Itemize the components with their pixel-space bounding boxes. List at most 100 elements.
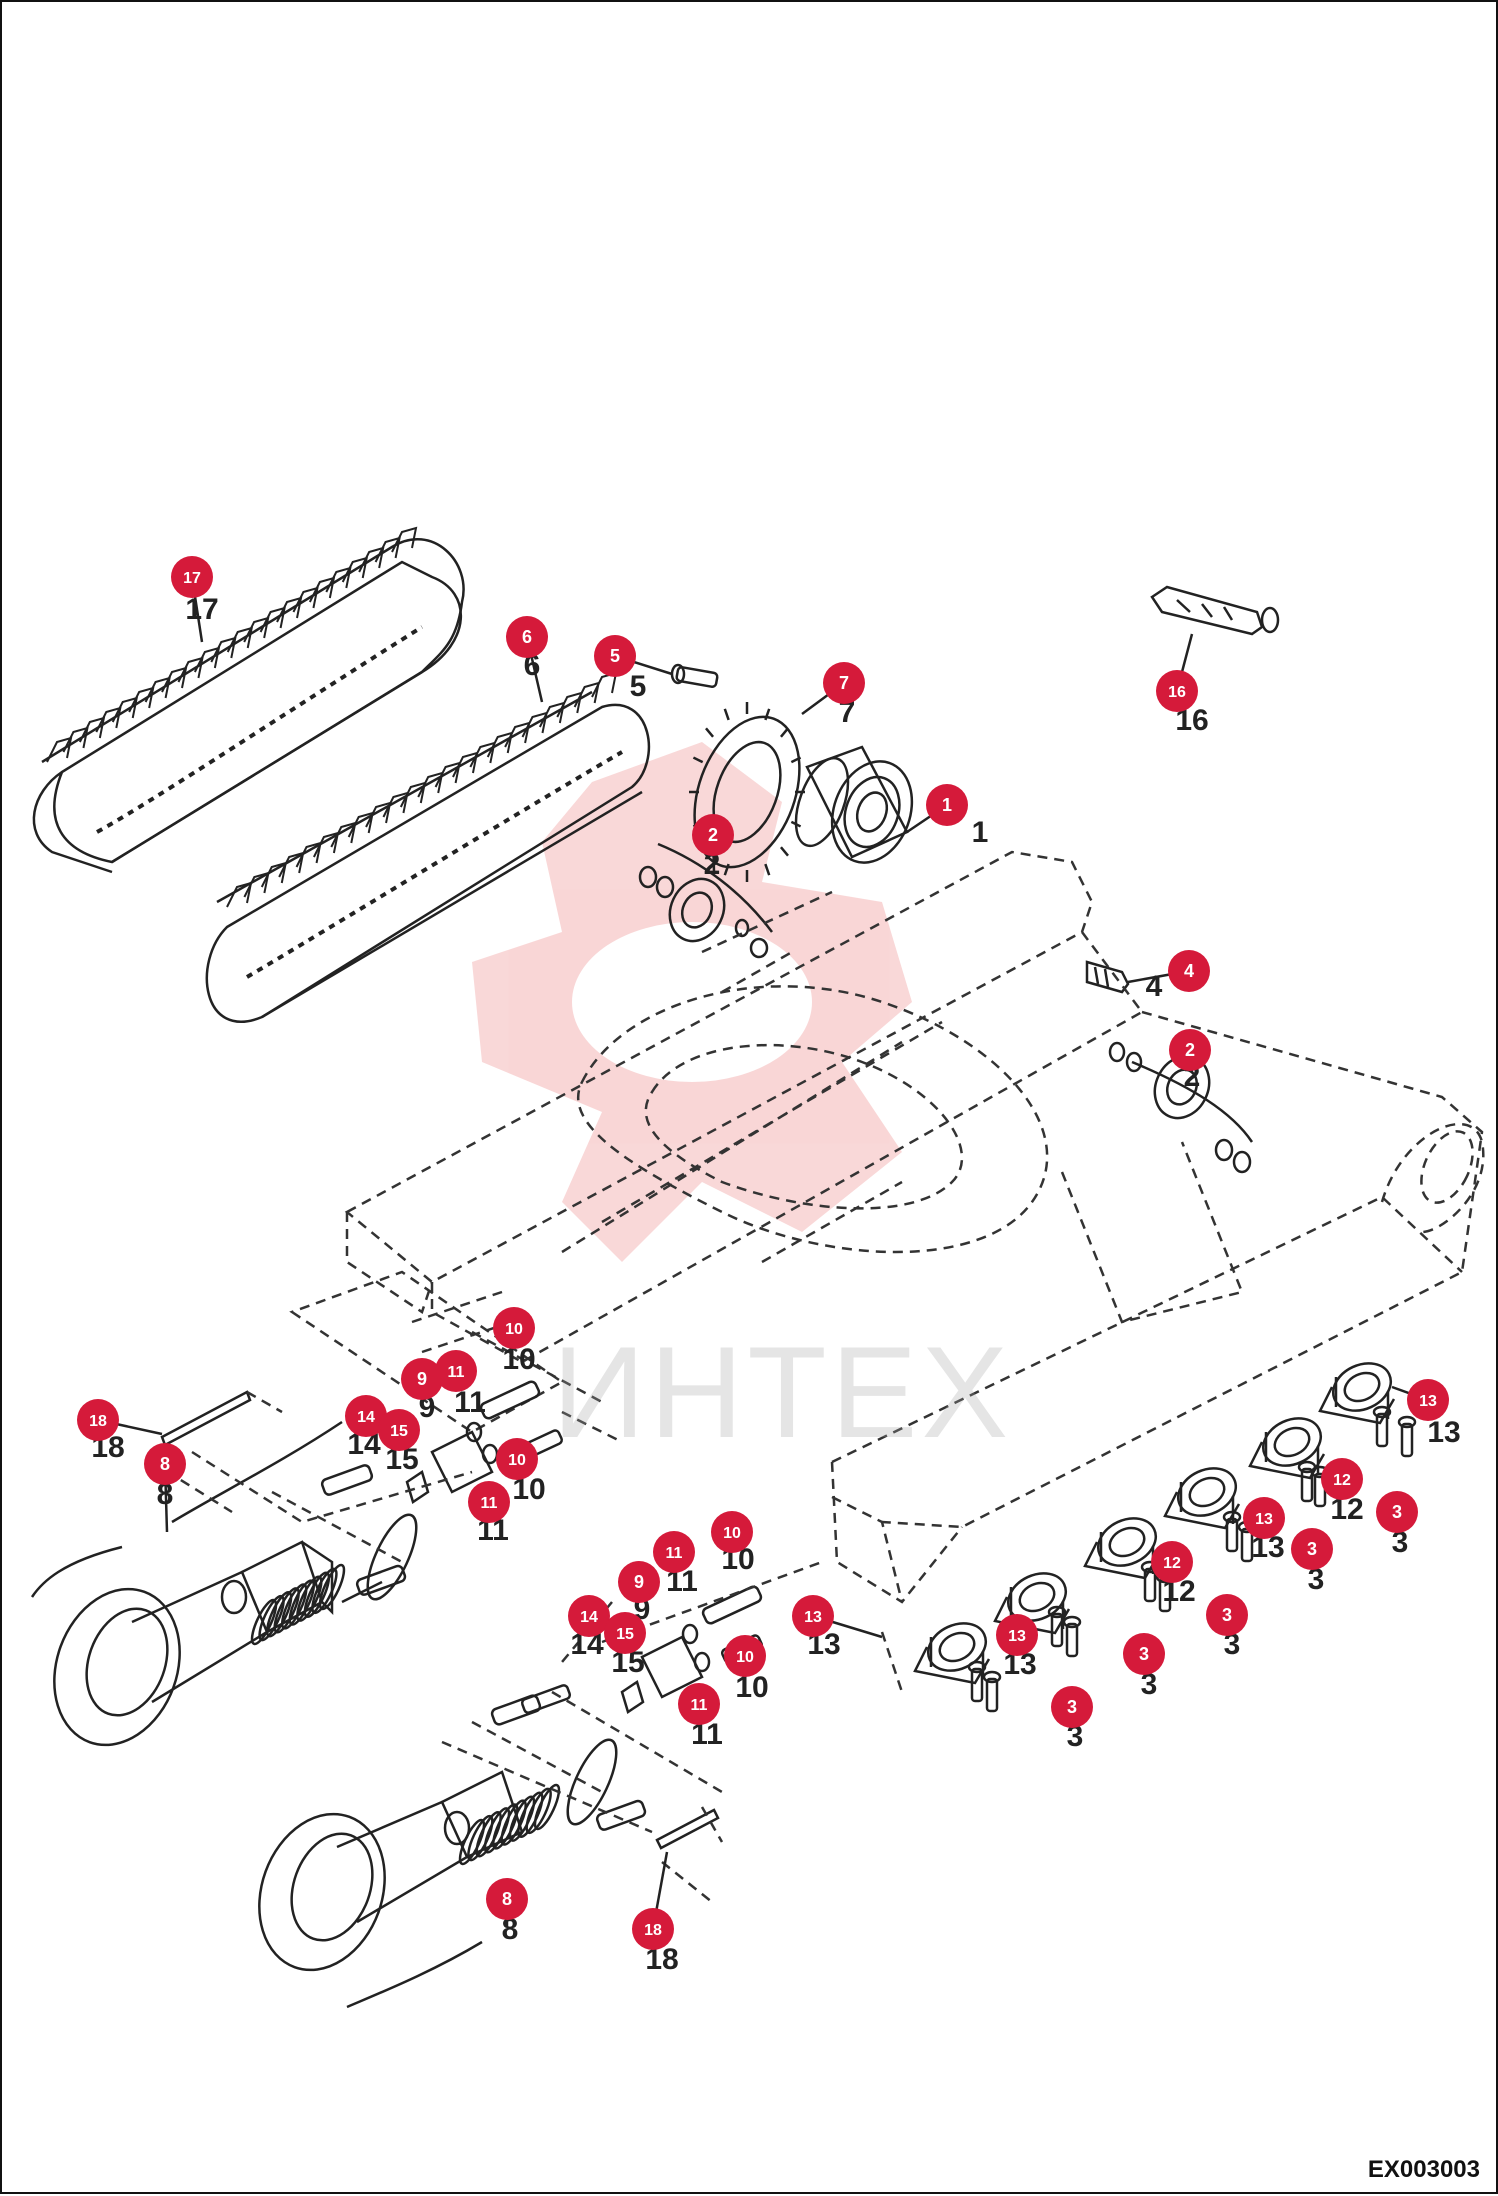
track-lug [113,698,137,722]
track-lug [557,693,581,717]
track-lug [195,648,219,672]
callout-track-roller-bolt[interactable]: 3 [1206,1594,1248,1636]
track-lug [63,728,87,752]
callout-sprocket[interactable]: 7 [823,662,865,704]
track-roller [1165,1459,1243,1528]
track-lug [366,803,390,827]
callout-sprocket-drive-motor[interactable]: 1 [926,784,968,826]
callout-carrier-roller-right[interactable]: 2 [1169,1029,1211,1071]
sprocket-tooth [765,709,769,720]
callout-badge-circle [604,1612,646,1654]
part-number-label: 2 [704,848,721,881]
part-number-label: 1 [972,816,989,849]
track-lug [470,743,494,767]
callout-grease-fitting[interactable]: 4 [1168,950,1210,992]
sprocket-tooth [781,728,788,736]
callout-grease-valve[interactable]: 14 [345,1395,387,1437]
callout-badge-number: 15 [616,1626,634,1643]
track-lug [297,843,321,867]
callout-badge-circle [435,1350,477,1392]
callout-badge-number: 3 [1067,1697,1077,1717]
track-lug [331,823,355,847]
callout-bolt[interactable]: 10 [724,1635,766,1677]
callout-badge-circle [1168,950,1210,992]
part-number-label: 13 [1427,1416,1460,1449]
callout-idler-assembly-lower[interactable]: 8 [486,1878,528,1920]
callout-grease-tube[interactable]: 16 [1156,670,1198,712]
callout-badge-circle [1156,670,1198,712]
callout-track-roller-bolt[interactable]: 3 [1376,1491,1418,1533]
callout-washer[interactable]: 12 [1321,1458,1363,1500]
callout-track-roller-bolt[interactable]: 3 [1291,1528,1333,1570]
callout-tension-plate[interactable]: 9 [618,1561,660,1603]
callout-badge-circle [568,1595,610,1637]
part-number-label: 10 [502,1343,535,1376]
callout-badge-circle [1376,1491,1418,1533]
callout-badge-number: 4 [1184,961,1194,981]
callout-rubber-track-front[interactable]: 6 [506,616,548,658]
callout-badge-circle [171,556,213,598]
callout-track-roller[interactable]: 13 [792,1595,834,1637]
callout-washer-small[interactable]: 15 [604,1612,646,1654]
sprocket-tooth [725,864,729,875]
tensioner-hardware [407,1380,763,1712]
callout-track-roller[interactable]: 13 [1407,1379,1449,1421]
sprocket-tooth [693,758,702,763]
callout-bolt[interactable]: 10 [496,1438,538,1480]
callout-badge-number: 12 [1333,1472,1351,1489]
callout-badge-circle [724,1635,766,1677]
sprocket-tooth [791,758,800,763]
callout-track-roller[interactable]: 13 [996,1614,1038,1656]
callout-nut[interactable]: 11 [678,1683,720,1725]
callout-bolt[interactable]: 10 [493,1307,535,1349]
watermark-logo [472,742,912,1262]
callout-badge-circle [792,1595,834,1637]
callout-badge-circle [711,1511,753,1553]
callout-nut[interactable]: 11 [653,1531,695,1573]
track-lug [277,598,301,622]
sprocket-tooth [781,847,788,855]
callout-nut[interactable]: 11 [435,1350,477,1392]
callout-badge-number: 3 [1392,1502,1402,1522]
callout-carrier-roller-left[interactable]: 2 [692,814,734,856]
part-number-label: 3 [1392,1526,1409,1559]
callout-idler-assembly-upper[interactable]: 8 [144,1443,186,1485]
callout-badge-number: 14 [357,1409,375,1426]
callout-badge-number: 8 [160,1454,170,1474]
callout-nut[interactable]: 11 [468,1481,510,1523]
spring-coil [316,1562,349,1611]
callout-tension-plate[interactable]: 9 [401,1358,443,1400]
callout-pin[interactable]: 18 [77,1399,119,1441]
track-lug [575,683,599,707]
callout-badge-number: 13 [804,1609,822,1626]
callout-badge-number: 18 [89,1413,107,1430]
callout-badge-number: 11 [666,1545,683,1562]
callout-track-roller-bolt[interactable]: 3 [1123,1633,1165,1675]
callout-bolt[interactable]: 10 [711,1511,753,1553]
callout-washer-small[interactable]: 15 [378,1409,420,1451]
callout-grease-valve[interactable]: 14 [568,1595,610,1637]
drawing-code: EX003003 [1367,2156,1480,2183]
callout-badge-circle [486,1878,528,1920]
callout-track-roller-bolt[interactable]: 3 [1051,1686,1093,1728]
track-lug [227,883,251,907]
track-roller-group [915,1354,1415,1711]
track-lug [211,638,235,662]
callout-pin[interactable]: 18 [632,1908,674,1950]
callout-washer[interactable]: 12 [1151,1541,1193,1583]
track-roller-bolt [1299,1462,1315,1501]
track-lug [262,863,286,887]
callout-badge-number: 11 [691,1697,708,1714]
callout-badge-circle [678,1683,720,1725]
callout-badge-circle [493,1307,535,1349]
callout-sprocket-bolt[interactable]: 5 [594,635,636,677]
callout-rubber-track-rear[interactable]: 17 [171,556,213,598]
callout-track-roller[interactable]: 13 [1243,1497,1285,1539]
callout-badge-number: 15 [390,1423,408,1440]
callout-badge-circle [378,1409,420,1451]
track-lug [343,558,367,582]
track-lug [436,763,460,787]
callout-badge-number: 13 [1008,1628,1026,1645]
callout-badge-number: 18 [644,1922,662,1939]
track-lug [162,668,186,692]
